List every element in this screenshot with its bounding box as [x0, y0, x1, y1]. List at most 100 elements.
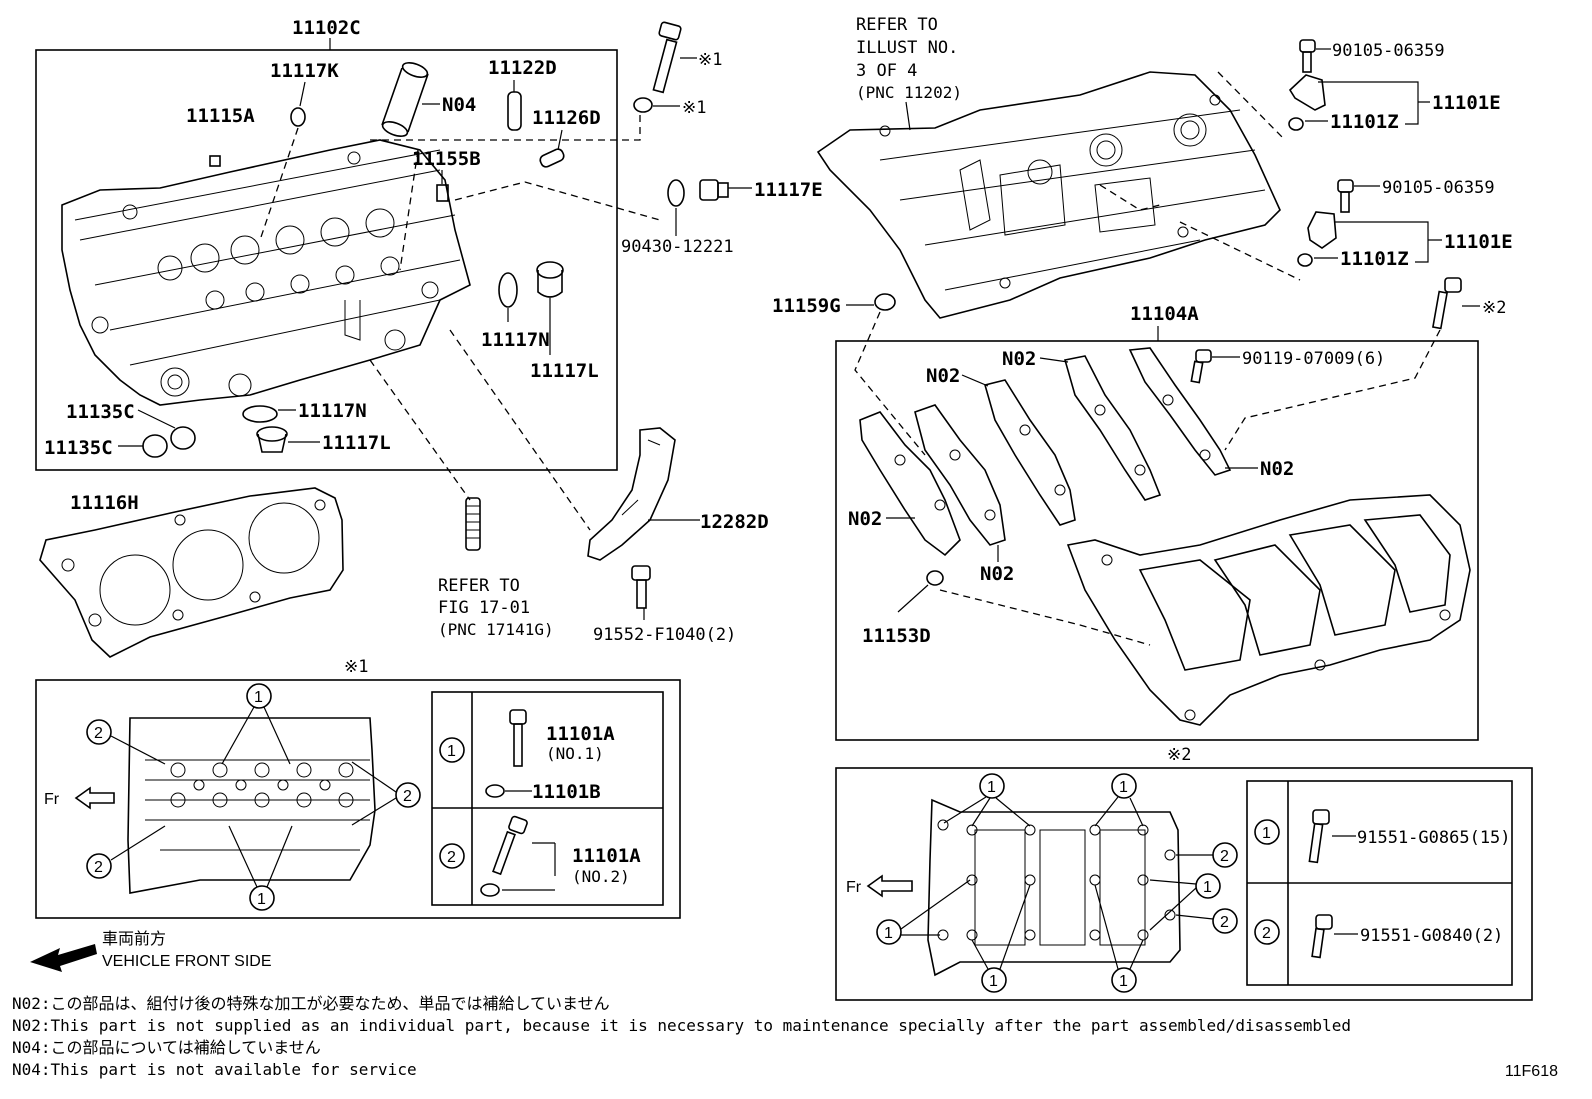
label-11117L-lower[interactable]: 11117L: [322, 432, 391, 454]
label-91551-G0840[interactable]: 91551-G0840(2): [1360, 926, 1503, 946]
figure-code: 11F618: [1504, 1063, 1558, 1080]
label-11126D[interactable]: 11126D: [532, 107, 601, 129]
svg-text:1: 1: [1119, 973, 1128, 990]
label-no2: (NO.2): [572, 867, 630, 886]
cam-cover-dash-1: [1217, 71, 1286, 141]
legend-jp: 車両前方: [102, 930, 166, 948]
note-n02-en: N02:This part is not supplied as an indi…: [12, 1016, 1351, 1035]
note-n02-jp: N02:この部品は、組付け後の特殊な加工が必要なため、単品では補給していません: [12, 994, 610, 1013]
label-N02-d[interactable]: N02: [848, 508, 882, 530]
label-91552-F1040[interactable]: 91552-F1040(2): [593, 625, 736, 645]
svg-text:1: 1: [257, 891, 266, 908]
svg-text:1: 1: [884, 925, 893, 942]
label-11116H[interactable]: 11116H: [70, 492, 139, 514]
label-11122D[interactable]: 11122D: [488, 57, 557, 79]
svg-text:1: 1: [1262, 825, 1271, 842]
detail1-frame: [35, 679, 681, 919]
label-ref2-bolt: ※2: [1482, 298, 1506, 318]
svg-text:2: 2: [94, 859, 103, 876]
svg-text:2: 2: [1262, 925, 1271, 942]
svg-text:1: 1: [447, 743, 456, 760]
label-11101A-no2[interactable]: 11101A: [572, 845, 641, 867]
fr-arrow-icon-2: Fr: [846, 874, 913, 898]
detail2-housing-drawing: [927, 798, 1181, 977]
label-N04[interactable]: N04: [442, 94, 476, 116]
label-90430-12221[interactable]: 90430-12221: [621, 237, 734, 257]
detail1-callouts: 1 2 2 2 1: [86, 683, 421, 911]
label-N02-c[interactable]: N02: [1260, 458, 1294, 480]
label-11117N[interactable]: 11117N: [481, 329, 550, 351]
detail1-head-drawing: [127, 717, 376, 894]
label-N02-b[interactable]: N02: [926, 365, 960, 387]
svg-text:2: 2: [1220, 848, 1229, 865]
label-11101E-b[interactable]: 11101E: [1444, 231, 1513, 253]
label-11117E[interactable]: 11117E: [754, 179, 823, 201]
svg-text:1: 1: [1203, 879, 1212, 896]
label-N02-e[interactable]: N02: [980, 563, 1014, 585]
label-11135C-b[interactable]: 11135C: [44, 437, 113, 459]
detail1-title: ※1: [344, 657, 368, 677]
detail2-frame: [835, 767, 1533, 1001]
label-ref-illust-4: (PNC 11202): [856, 83, 962, 102]
label-11153D[interactable]: 11153D: [862, 625, 931, 647]
svg-text:Fr: Fr: [44, 791, 60, 808]
svg-text:2: 2: [447, 849, 456, 866]
bolt-ref2: ※2: [1432, 277, 1506, 330]
detail2-callouts: 1 1 2 1 2 1 1 1: [876, 773, 1238, 993]
sensor-1-group: 90105-06359 11101Z 11101E: [1288, 39, 1501, 133]
label-11101A[interactable]: 11101A: [546, 723, 615, 745]
label-11101Z-a[interactable]: 11101Z: [1330, 111, 1399, 133]
label-11159G[interactable]: 11159G: [772, 295, 841, 317]
legend-en: VEHICLE FRONT SIDE: [102, 953, 272, 970]
label-ref-fig-2: FIG 17-01: [438, 598, 530, 618]
label-no1: (NO.1): [546, 744, 604, 763]
detail2-table-content: 1 2: [1254, 809, 1358, 959]
cylinder-head-frame: [35, 49, 618, 471]
note-n04-jp: N04:この部品については補給していません: [12, 1038, 321, 1057]
cam-cover-drawing: [816, 71, 1281, 319]
detail1-table-content: 1 2: [439, 709, 556, 897]
svg-text:2: 2: [94, 725, 103, 742]
svg-text:1: 1: [254, 689, 263, 706]
svg-text:2: 2: [403, 788, 412, 805]
label-N02-a[interactable]: N02: [1002, 348, 1036, 370]
label-11115A[interactable]: 11115A: [186, 105, 255, 127]
svg-text:2: 2: [1220, 914, 1229, 931]
cam-housing-drawing: [1066, 494, 1471, 726]
label-12282D[interactable]: 12282D: [700, 511, 769, 533]
label-90105-06359-b[interactable]: 90105-06359: [1382, 178, 1495, 198]
label-11155B[interactable]: 11155B: [412, 148, 481, 170]
footnotes: N02:この部品は、組付け後の特殊な加工が必要なため、単品では補給していません N…: [12, 993, 1351, 1081]
bolt-90119: 90119-07009(6): [1190, 349, 1385, 384]
label-ref-illust-3: 3 OF 4: [856, 61, 917, 81]
sensor-2-group: 90105-06359 11101Z 11101E: [1297, 178, 1513, 270]
cylinder-head-drawing: [61, 139, 471, 406]
label-11117N-lower[interactable]: 11117N: [298, 400, 367, 422]
head-small-parts: N04 11117K 11115A 11122D 11126D 11155B 1…: [44, 57, 601, 459]
label-11117K[interactable]: 11117K: [270, 60, 339, 82]
label-ref-illust-1: REFER TO: [856, 15, 938, 35]
note-n04-en: N04:This part is not available for servi…: [12, 1060, 417, 1079]
label-11101Z-b[interactable]: 11101Z: [1340, 248, 1409, 270]
label-90119-07009[interactable]: 90119-07009(6): [1242, 349, 1385, 369]
label-90105-06359-a[interactable]: 90105-06359: [1332, 41, 1445, 61]
detail2-title: ※2: [1167, 745, 1191, 765]
label-11135C-a[interactable]: 11135C: [66, 401, 135, 423]
seal-11159g: [874, 293, 896, 311]
label-ref-fig-3: (PNC 17141G): [438, 620, 554, 639]
plug-11117e-group: 11117E 90430-12221: [621, 179, 823, 257]
front-arrow-icon: [30, 944, 97, 972]
bracket-drawing: 12282D 91552-F1040(2): [587, 427, 769, 645]
head-gasket-drawing: [39, 487, 344, 658]
cam-cover-dash-3: [1099, 184, 1161, 211]
label-11101E-a[interactable]: 11101E: [1432, 92, 1501, 114]
label-11117L[interactable]: 11117L: [530, 360, 599, 382]
stud-drawing: [465, 497, 481, 551]
label-ref-illust-2: ILLUST NO.: [856, 38, 958, 58]
svg-text:Fr: Fr: [846, 879, 862, 896]
svg-text:1: 1: [989, 973, 998, 990]
label-11104A[interactable]: 11104A: [1130, 303, 1199, 325]
label-11101B[interactable]: 11101B: [532, 781, 601, 803]
label-11102C[interactable]: 11102C: [292, 17, 361, 39]
label-91551-G0865[interactable]: 91551-G0865(15): [1357, 828, 1511, 848]
